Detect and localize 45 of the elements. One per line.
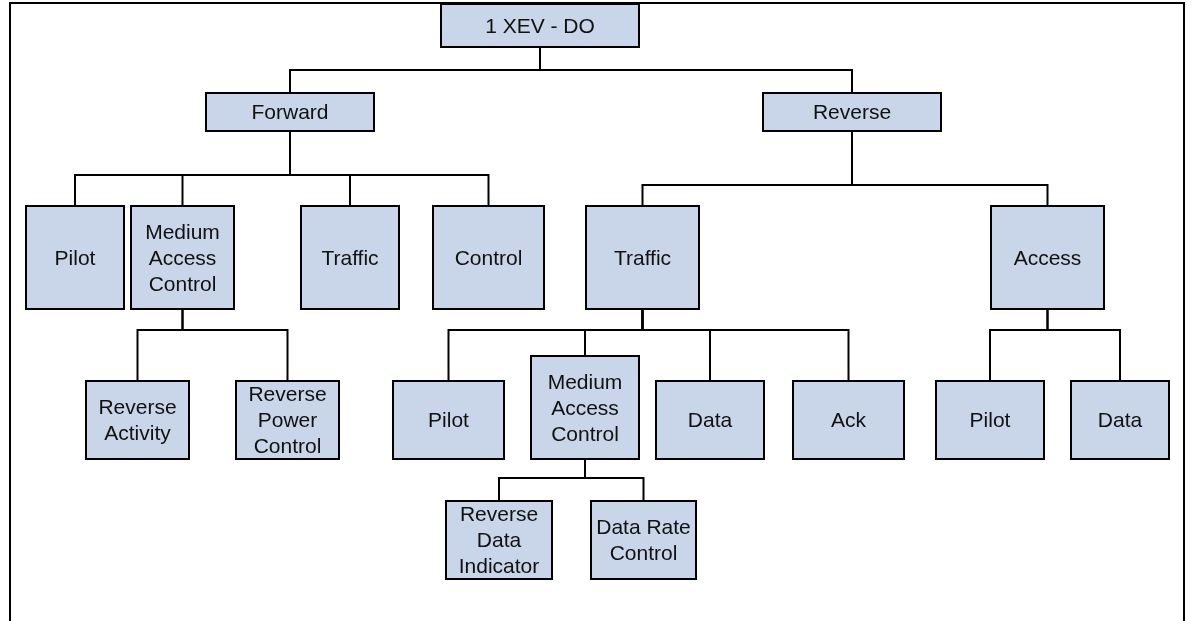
box-label: Data (687, 407, 733, 433)
channel-box (1070, 380, 1170, 460)
box-label: Medium Access Control (144, 218, 221, 297)
box-label: Pilot (428, 407, 469, 433)
channel-box (85, 380, 190, 460)
box-label: Pilot (969, 407, 1011, 433)
channel-box (792, 380, 905, 460)
channel-box (205, 92, 375, 132)
channel-box (935, 380, 1045, 460)
box-label: Reverse (812, 99, 892, 125)
box-label: Traffic (613, 244, 672, 271)
box-label: Reverse Data Indicator (457, 501, 541, 579)
channel-box (445, 500, 553, 580)
connector-line (539, 47, 853, 93)
channel-box (235, 380, 340, 460)
connector-line (181, 309, 289, 381)
channel-box (432, 205, 545, 310)
box-label: Reverse Power Control (247, 381, 328, 459)
channel-box (440, 3, 640, 48)
channel-box (762, 92, 942, 132)
box-label: Control (454, 244, 523, 271)
channel-box (655, 380, 765, 460)
box-label: Access (1013, 244, 1082, 271)
connector-line (584, 459, 645, 501)
channel-box (130, 205, 235, 310)
channel-box (530, 355, 640, 460)
connector-line (1046, 309, 1121, 381)
box-label: Ack (831, 407, 866, 433)
box-label: 1 XEV - DO (485, 12, 595, 39)
box-label: Data Rate Control (595, 514, 692, 566)
connector-line (641, 309, 850, 381)
box-label: Forward (251, 99, 329, 125)
box-label: Traffic (321, 244, 379, 271)
channel-box (392, 380, 505, 460)
connector-line (289, 131, 490, 206)
box-label: Reverse Activity (97, 394, 178, 446)
channel-box (590, 500, 697, 580)
box-label: Data (1097, 407, 1143, 433)
channel-box (25, 205, 125, 310)
connector-line (851, 131, 1049, 206)
box-label: Pilot (54, 244, 96, 271)
channel-box (585, 205, 700, 310)
channel-box (300, 205, 400, 310)
channel-box (990, 205, 1105, 310)
box-label: Medium Access Control (546, 368, 624, 447)
